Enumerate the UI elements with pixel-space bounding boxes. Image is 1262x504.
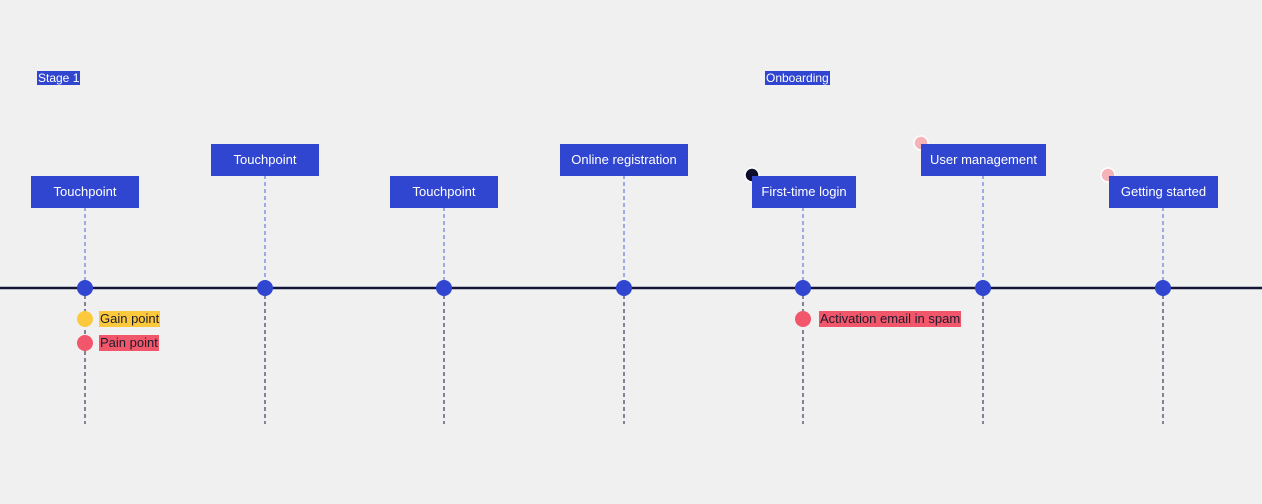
timeline-node-2[interactable] [257,280,273,296]
touchpoint-box-2[interactable]: Touchpoint [211,144,319,176]
timeline-node-4[interactable] [616,280,632,296]
gain-point-label[interactable]: Gain point [99,311,161,327]
timeline-node-1[interactable] [77,280,93,296]
timeline-node-6[interactable] [975,280,991,296]
pain-point-label[interactable]: Pain point [99,335,159,351]
upper-connectors [84,175,1164,288]
activation-email-spam-label[interactable]: Activation email in spam [819,311,962,327]
timeline-node-5[interactable] [795,280,811,296]
stage-label-2[interactable]: Onboarding [765,71,830,85]
stage-label-1[interactable]: Stage 1 [37,71,81,85]
timeline-node-7[interactable] [1155,280,1171,296]
touchpoint-box-user-management[interactable]: User management [921,144,1046,176]
touchpoint-box-3[interactable]: Touchpoint [390,176,498,208]
touchpoint-box-online-registration[interactable]: Online registration [560,144,688,176]
lower-connectors [84,288,1164,424]
activation-pain-dot[interactable] [795,311,811,327]
touchpoint-box-first-time-login[interactable]: First-time login [752,176,856,208]
timeline-nodes [77,280,1171,296]
pain-point-dot[interactable] [77,335,93,351]
touchpoint-box-1[interactable]: Touchpoint [31,176,139,208]
touchpoint-box-getting-started[interactable]: Getting started [1109,176,1218,208]
timeline-node-3[interactable] [436,280,452,296]
gain-point-dot[interactable] [77,311,93,327]
